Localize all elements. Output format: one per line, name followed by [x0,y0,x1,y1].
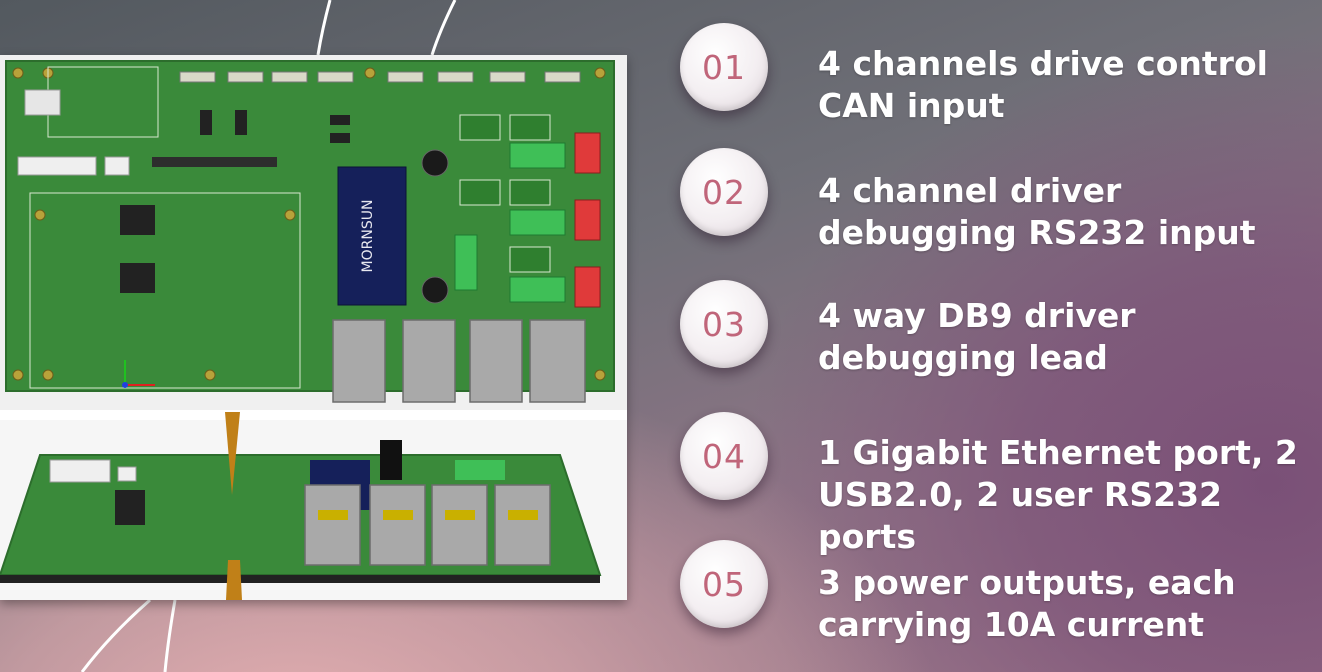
feature-number: 02 [702,172,746,212]
feature-text: 4 way DB9 driver debugging lead [818,296,1136,377]
feature-number: 04 [702,436,746,476]
pcb-render-image: MORNSUN [0,55,627,600]
feature-item-5: 05 3 power outputs, each carrying 10A cu… [680,540,1320,644]
feature-text: 3 power outputs, each carrying 10A curre… [818,563,1236,644]
feature-item-1: 01 4 channels drive control CAN input [680,23,1320,125]
feature-number: 05 [702,564,746,604]
feature-number: 01 [702,47,746,87]
feature-item-4: 04 1 Gigabit Ethernet port, 2 USB2.0, 2 … [680,412,1320,556]
feature-item-2: 02 4 channel driver debugging RS232 inpu… [680,148,1320,252]
number-badge: 01 [680,23,768,111]
module-label: MORNSUN [360,200,376,273]
number-badge: 03 [680,280,768,368]
feature-text: 4 channel driver debugging RS232 input [818,171,1256,252]
feature-text: 1 Gigabit Ethernet port, 2 USB2.0, 2 use… [818,433,1298,556]
feature-number: 03 [702,304,746,344]
number-badge: 05 [680,540,768,628]
number-badge: 02 [680,148,768,236]
feature-item-3: 03 4 way DB9 driver debugging lead [680,280,1320,380]
feature-text: 4 channels drive control CAN input [818,44,1268,125]
number-badge: 04 [680,412,768,500]
